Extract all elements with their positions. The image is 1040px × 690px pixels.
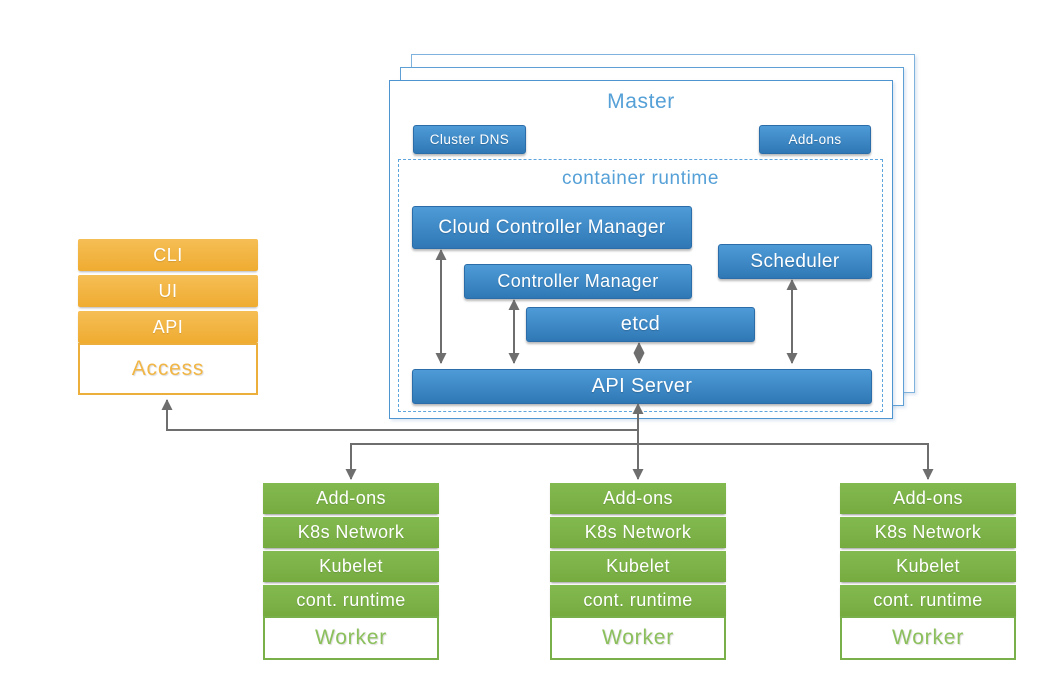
worker-title: Worker [550,616,726,660]
master-node: Master Cluster DNS Add-ons container run… [389,80,893,419]
worker-addons-node: Add-ons [840,483,1016,514]
master-title: Master [607,90,675,113]
worker-stack-1: Add-ons K8s Network Kubelet cont. runtim… [263,483,439,660]
worker-k8s-network-node: K8s Network [840,517,1016,548]
worker-kubelet-node: Kubelet [840,551,1016,582]
scheduler-node: Scheduler [718,244,872,279]
access-cli-node: CLI [78,239,258,271]
etcd-node: etcd [526,307,755,342]
worker-kubelet-node: Kubelet [550,551,726,582]
worker-k8s-network-node: K8s Network [263,517,439,548]
worker-k8s-network-node: K8s Network [550,517,726,548]
worker-title: Worker [263,616,439,660]
container-runtime-title: container runtime [562,168,719,189]
worker-addons-node: Add-ons [263,483,439,514]
api-server-node: API Server [412,369,872,404]
worker-title: Worker [840,616,1016,660]
controller-manager-node: Controller Manager [464,264,692,299]
worker-cont-runtime-node: cont. runtime [550,585,726,616]
worker-cont-runtime-node: cont. runtime [263,585,439,616]
access-api-node: API [78,311,258,343]
access-ui-node: UI [78,275,258,307]
access-title: Access [78,343,258,395]
master-addons-node: Add-ons [759,125,871,154]
worker-addons-node: Add-ons [550,483,726,514]
worker-cont-runtime-node: cont. runtime [840,585,1016,616]
arrow-api-server-side-workers [345,443,934,480]
worker-stack-2: Add-ons K8s Network Kubelet cont. runtim… [550,483,726,660]
container-runtime-group: container runtime Cloud Controller Manag… [398,159,883,412]
cluster-dns-node: Cluster DNS [413,125,526,154]
access-stack: CLI UI API Access [78,239,258,395]
worker-kubelet-node: Kubelet [263,551,439,582]
cloud-controller-manager-node: Cloud Controller Manager [412,206,692,249]
worker-stack-3: Add-ons K8s Network Kubelet cont. runtim… [840,483,1016,660]
